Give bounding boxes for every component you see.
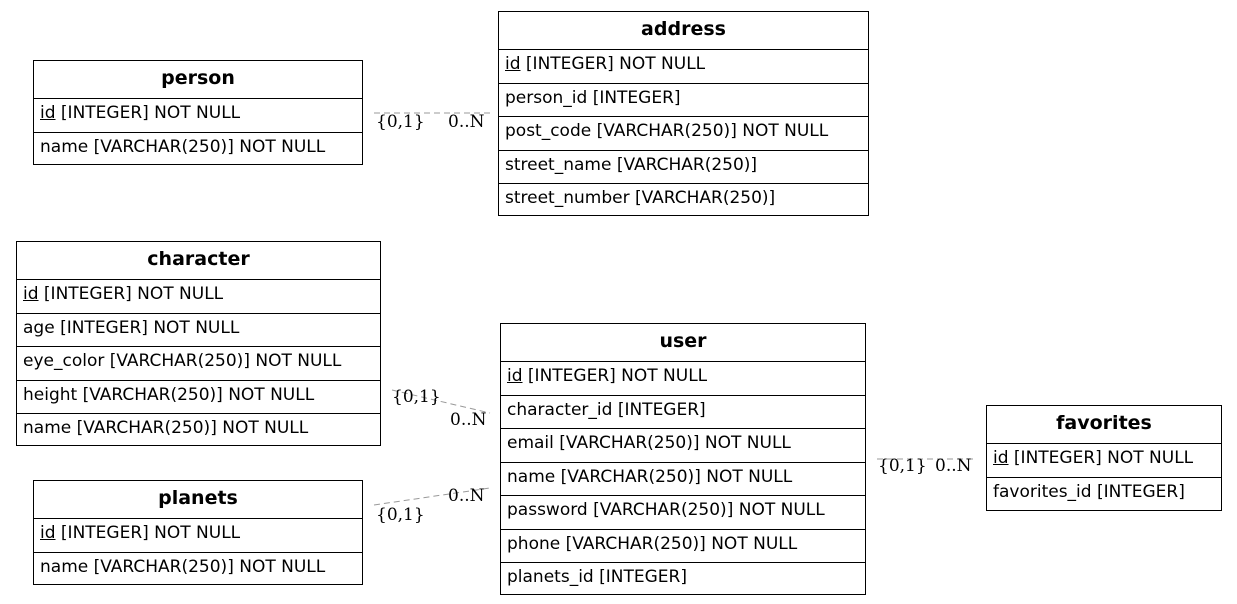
entity-character[interactable]: character id [INTEGER] NOT NULL age [INT… <box>16 241 381 446</box>
primary-key: id <box>507 366 523 386</box>
column-row: height [VARCHAR(250)] NOT NULL <box>17 381 380 414</box>
relationship-line-character-user <box>391 389 491 414</box>
entity-title: favorites <box>987 406 1221 444</box>
column-row: street_name [VARCHAR(250)] <box>499 151 868 184</box>
primary-key: id <box>40 523 56 543</box>
primary-key: id <box>993 448 1009 468</box>
cardinality-label-to: 0..N <box>448 112 485 132</box>
column-row: email [VARCHAR(250)] NOT NULL <box>501 429 865 463</box>
column-row: id [INTEGER] NOT NULL <box>34 519 362 553</box>
column-row: name [VARCHAR(250)] NOT NULL <box>501 463 865 496</box>
entity-title: user <box>501 324 865 362</box>
entity-address[interactable]: address id [INTEGER] NOT NULL person_id … <box>498 11 869 216</box>
cardinality-label-to: 0..N <box>450 410 487 430</box>
column-row: id [INTEGER] NOT NULL <box>501 362 865 396</box>
entity-title: planets <box>34 481 362 519</box>
column-row: id [INTEGER] NOT NULL <box>987 444 1221 478</box>
column-row: phone [VARCHAR(250)] NOT NULL <box>501 530 865 563</box>
cardinality-label-from: {0,1} <box>376 505 425 525</box>
column-row: street_number [VARCHAR(250)] <box>505 188 776 208</box>
column-row: person_id [INTEGER] <box>499 84 868 117</box>
cardinality-label-from: {0,1} <box>392 387 441 407</box>
column-row: password [VARCHAR(250)] NOT NULL <box>501 496 865 530</box>
entity-title: person <box>34 61 362 99</box>
cardinality-label-from: {0,1} <box>376 112 425 132</box>
column-row: planets_id [INTEGER] <box>507 567 687 587</box>
column-row: id [INTEGER] NOT NULL <box>17 280 380 314</box>
cardinality-label-to: 0..N <box>448 486 485 506</box>
column-row: name [VARCHAR(250)] NOT NULL <box>23 418 309 438</box>
entity-person[interactable]: person id [INTEGER] NOT NULL name [VARCH… <box>33 60 363 165</box>
column-row: age [INTEGER] NOT NULL <box>17 314 380 347</box>
column-row: eye_color [VARCHAR(250)] NOT NULL <box>17 347 380 381</box>
column-row: id [INTEGER] NOT NULL <box>34 99 362 133</box>
cardinality-label-to: 0..N <box>935 456 972 476</box>
column-row: post_code [VARCHAR(250)] NOT NULL <box>499 117 868 151</box>
entity-favorites[interactable]: favorites id [INTEGER] NOT NULL favorite… <box>986 405 1222 511</box>
column-row: favorites_id [INTEGER] <box>993 481 1185 502</box>
entity-planets[interactable]: planets id [INTEGER] NOT NULL name [VARC… <box>33 480 363 585</box>
column-row: id [INTEGER] NOT NULL <box>499 50 868 84</box>
primary-key: id <box>40 103 56 123</box>
primary-key: id <box>23 284 39 304</box>
cardinality-label-from: {0,1} <box>878 456 927 476</box>
column-row: name [VARCHAR(250)] NOT NULL <box>40 136 326 157</box>
column-row: character_id [INTEGER] <box>501 396 865 429</box>
entity-title: address <box>499 12 868 50</box>
entity-title: character <box>17 242 380 280</box>
primary-key: id <box>505 54 521 74</box>
entity-user[interactable]: user id [INTEGER] NOT NULL character_id … <box>500 323 866 595</box>
column-row: name [VARCHAR(250)] NOT NULL <box>40 556 326 577</box>
